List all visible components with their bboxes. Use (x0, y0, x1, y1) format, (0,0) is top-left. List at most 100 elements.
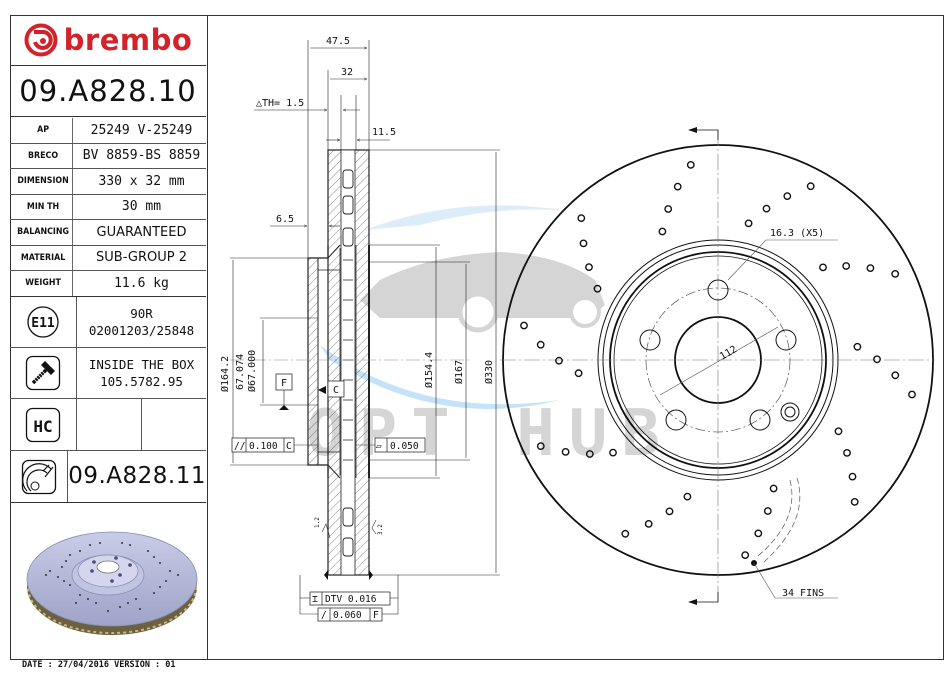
dim-d167: Ø167 (453, 360, 465, 384)
screw-part-number: 105.5782.95 (100, 374, 183, 389)
svg-text:0.050: 0.050 (390, 441, 419, 452)
spec-row-weight: WEIGHT 11.6 kg (10, 271, 206, 297)
drill-hole (585, 450, 594, 458)
tol-dtv: ⌶ DTV 0.016 (300, 591, 398, 606)
dim-d330: Ø330 (483, 360, 495, 384)
spec-value: GUARANTEED (96, 224, 187, 240)
drill-hole (673, 182, 682, 191)
svg-text:E11: E11 (31, 316, 55, 331)
brake-disc-caliper-icon (21, 459, 56, 494)
brembo-logo-icon (24, 23, 58, 57)
drill-hole (908, 390, 916, 399)
spec-row-dimension: DIMENSION 330 x 32 mm (10, 169, 206, 195)
drill-hole (853, 342, 862, 351)
drill-hole (561, 447, 570, 456)
drill-hole (783, 192, 792, 201)
svg-text:0.060: 0.060 (333, 610, 362, 621)
screw-icon (25, 355, 61, 391)
bolt-hole-label: 16.3 (X5) (770, 228, 824, 239)
screw-row: INSIDE THE BOX 105.5782.95 (10, 348, 206, 399)
drill-hole (834, 427, 843, 436)
disc-3d-drill-holes (45, 542, 179, 612)
drill-hole (555, 356, 563, 365)
spec-key: MATERIAL (14, 245, 73, 270)
drill-hole (843, 448, 851, 457)
drill-hole (806, 182, 815, 191)
svg-text:▱: ▱ (376, 441, 382, 452)
drill-hole (664, 205, 673, 213)
svg-text:F: F (373, 610, 379, 621)
tol-flatness: ▱ 0.050 (356, 437, 426, 453)
svg-text:1.2: 1.2 (314, 517, 321, 528)
datum-c: C (327, 380, 345, 398)
spec-key: WEIGHT (14, 271, 73, 296)
alt-part-number: 09.A828.11 (68, 463, 206, 489)
front-view-labels: 16.3 (X5) 112 34 FINS (718, 228, 824, 599)
part-number: 09.A828.10 (10, 66, 206, 117)
datum-f: F (275, 373, 293, 391)
svg-text:C: C (333, 385, 339, 396)
spec-key: BALANCING (14, 220, 73, 245)
tol-runout: / 0.060 F (299, 598, 399, 622)
drill-hole (621, 529, 630, 538)
drill-hole (520, 321, 528, 330)
spec-key: AP (14, 118, 73, 143)
dim-delta-th: △TH= 1.5 (256, 98, 304, 109)
dim-11-5: 11.5 (372, 127, 396, 138)
tol-parallelism: // 0.100 C (231, 437, 318, 453)
homologation-code: 90R (130, 306, 153, 321)
svg-text:HC: HC (33, 417, 52, 436)
dim-d67-min: Ø67.000 (246, 350, 258, 392)
drill-hole (577, 214, 586, 223)
disc-3d-holes (90, 556, 132, 583)
svg-text:C: C (286, 441, 292, 452)
dim-d67-max: 67.074 (235, 354, 246, 390)
spec-value: 25249 V-25249 (90, 122, 193, 138)
svg-text:3.2: 3.2 (377, 524, 384, 535)
svg-text:/: / (321, 610, 327, 621)
date-version: DATE : 27/04/2016 VERSION : 01 (22, 660, 176, 670)
drill-hole (891, 269, 900, 278)
spec-key: BRECO (14, 143, 73, 168)
spec-value: 30 mm (121, 199, 162, 215)
spec-value: 11.6 kg (114, 275, 169, 291)
vent-slots (342, 169, 354, 557)
drill-hole (686, 160, 695, 169)
drill-hole (873, 355, 881, 364)
drill-hole (744, 219, 753, 228)
spec-row-min-th: MIN TH 30 mm (10, 194, 206, 220)
drill-hole (762, 204, 771, 213)
screw-note: INSIDE THE BOX (88, 357, 195, 372)
dim-6-5: 6.5 (276, 214, 294, 225)
homologation-row: E11 90R 02001203/25848 (10, 297, 206, 348)
spec-key: MIN TH (14, 194, 73, 219)
drill-hole (609, 448, 617, 457)
svg-text:0.100: 0.100 (249, 441, 278, 452)
spec-row-ap: AP 25249 V-25249 (10, 118, 206, 144)
roughness-marks: 1.2 3.2 (314, 517, 384, 539)
drill-hole (866, 264, 875, 272)
spec-sidebar: brembo 09.A828.10 AP 25249 V-25249 BRECO… (10, 15, 208, 660)
brand-name: brembo (63, 23, 193, 57)
dim-d164: Ø164.2 (219, 356, 231, 392)
drill-hole (754, 529, 763, 538)
dim-32: 32 (341, 67, 353, 78)
brand-logo: brembo (10, 15, 206, 66)
spec-row-material: MATERIAL SUB-GROUP 2 (10, 245, 206, 271)
e11-mark-icon: E11 (27, 306, 59, 338)
section-view (230, 40, 500, 598)
dim-47-5: 47.5 (326, 36, 350, 47)
spec-value: 330 x 32 mm (98, 173, 185, 189)
locator-hole (780, 402, 800, 422)
drill-holes (520, 160, 916, 559)
alt-part-row: 09.A828.11 (10, 451, 206, 503)
hc-empty-cell (77, 399, 142, 450)
homologation-number: 02001203/25848 (88, 323, 195, 338)
spec-key: DIMENSION (14, 169, 73, 194)
spec-row-breco: BRECO BV 8859-BS 8859 (10, 143, 206, 169)
hat-fins (343, 259, 353, 461)
spec-value: SUB-GROUP 2 (96, 250, 187, 266)
svg-text:F: F (281, 378, 287, 389)
drill-hole (842, 262, 851, 270)
